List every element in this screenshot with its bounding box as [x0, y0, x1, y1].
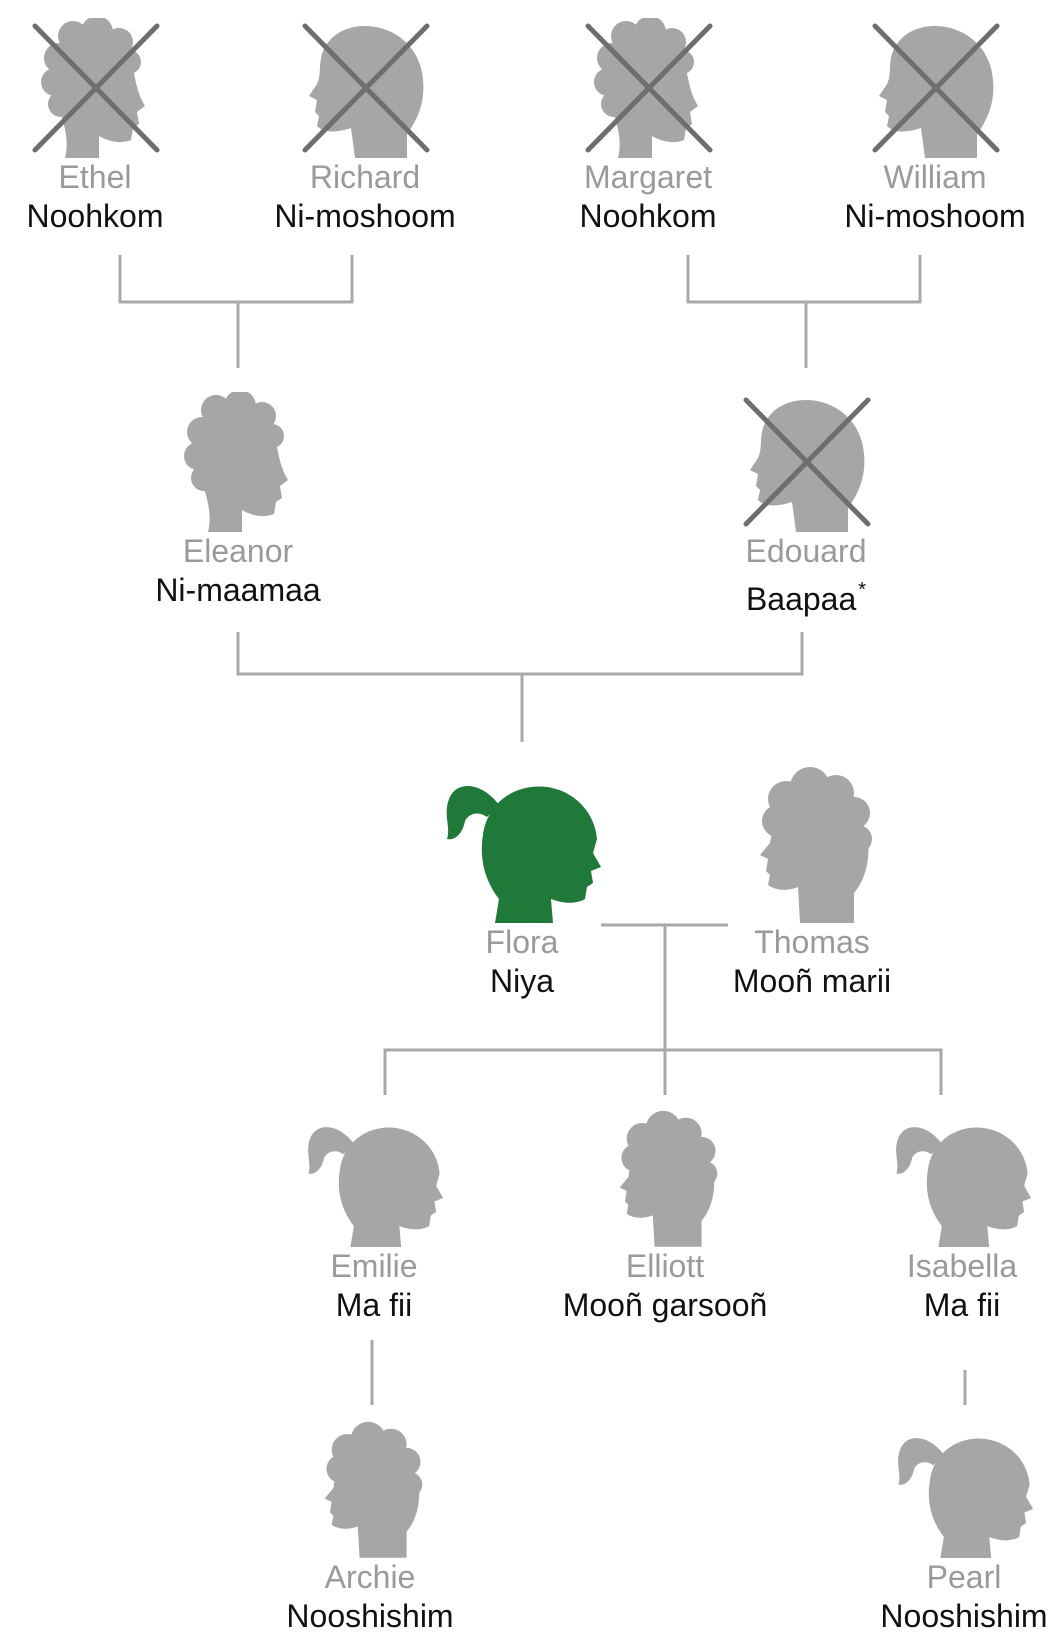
connector-eleanor-edouard — [236, 632, 804, 742]
footnote-mark: * — [858, 579, 867, 601]
woman-ponytail-icon — [446, 786, 601, 923]
person-flora: Flora Niya — [402, 763, 642, 1001]
connector-ethel-richard — [118, 255, 354, 368]
woman-ponytail-icon — [898, 1438, 1034, 1558]
relation-label: Nooshishim — [880, 1598, 1048, 1634]
person-name: Edouard — [745, 533, 867, 569]
person-thomas: Thomas Mooñ marii — [692, 763, 932, 1001]
deceased-cross-icon — [872, 23, 1000, 153]
person-pearl: Pearl Nooshishim — [844, 1418, 1059, 1636]
person-name: Ethel — [58, 159, 132, 195]
person-isabella: Isabella Ma fii — [842, 1107, 1059, 1325]
man-curly-hair-icon — [760, 767, 872, 923]
woman-curly-hair-icon — [184, 392, 288, 532]
relation-label: Mooñ garsooñ — [562, 1287, 768, 1323]
relation-label: Ni-maamaa — [155, 572, 321, 608]
person-name: Richard — [309, 159, 421, 195]
person-archie: Archie Nooshishim — [250, 1418, 490, 1636]
relation-label: Ma fii — [335, 1287, 413, 1323]
person-name: Thomas — [754, 924, 870, 960]
deceased-cross-icon — [585, 23, 713, 153]
relation-label: Nooshishim — [286, 1598, 454, 1634]
woman-ponytail-icon — [308, 1127, 444, 1247]
person-name: Archie — [324, 1559, 416, 1595]
deceased-cross-icon — [743, 397, 871, 527]
person-name: William — [883, 159, 987, 195]
person-name: Isabella — [906, 1248, 1018, 1284]
relation-text: Baapaa — [745, 581, 857, 617]
deceased-cross-icon — [302, 23, 430, 153]
person-edouard: Edouard Baapaa* — [686, 392, 926, 619]
man-curly-hair-icon — [324, 1421, 423, 1558]
relation-label: Mooñ marii — [732, 963, 892, 999]
person-elliott: Elliott Mooñ garsooñ — [545, 1107, 785, 1325]
man-curly-hair-icon — [619, 1110, 718, 1247]
person-name: Flora — [485, 924, 559, 960]
relation-label: Ni-moshoom — [274, 198, 456, 234]
deceased-cross-icon — [32, 23, 160, 153]
relation-label: Niya — [489, 963, 554, 999]
relation-label: Noohkom — [26, 198, 164, 234]
connector-children — [383, 1048, 943, 1095]
person-name: Pearl — [926, 1559, 1002, 1595]
relation-label: Noohkom — [579, 198, 717, 234]
person-name: Elliott — [625, 1248, 705, 1284]
person-ethel: Ethel Noohkom — [0, 18, 215, 236]
person-william: William Ni-moshoom — [815, 18, 1055, 236]
relation-label: Baapaa* — [686, 570, 926, 619]
connector-margaret-william — [686, 255, 922, 368]
man-short-hair-icon — [302, 23, 430, 158]
person-name: Margaret — [583, 159, 713, 195]
woman-curly-hair-icon — [32, 18, 160, 158]
man-short-hair-icon — [872, 23, 1000, 158]
woman-curly-hair-icon — [585, 18, 713, 158]
person-margaret: Margaret Noohkom — [528, 18, 768, 236]
person-name: Emilie — [330, 1248, 418, 1284]
person-name: Eleanor — [182, 533, 294, 569]
person-richard: Richard Ni-moshoom — [245, 18, 485, 236]
person-emilie: Emilie Ma fii — [254, 1107, 494, 1325]
person-eleanor: Eleanor Ni-maamaa — [118, 392, 358, 610]
relation-label: Ni-moshoom — [844, 198, 1026, 234]
man-short-hair-icon — [743, 397, 871, 532]
relation-label: Ma fii — [923, 1287, 1001, 1323]
connector-flora-thomas — [601, 923, 728, 1050]
woman-ponytail-icon — [896, 1127, 1032, 1247]
